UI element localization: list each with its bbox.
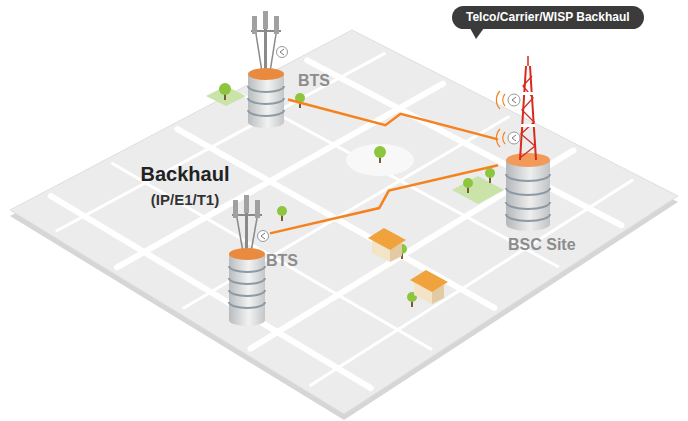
ground	[10, 30, 678, 414]
house	[410, 270, 448, 304]
callout-bubble: Telco/Carrier/WISP Backhaul	[452, 6, 644, 29]
bts-building	[248, 11, 288, 128]
street	[311, 180, 633, 385]
wireless-link	[288, 100, 498, 140]
site-label: BTS	[298, 72, 330, 90]
site-label: BTS	[266, 252, 298, 270]
link-label: (IP/E1/T1)	[151, 191, 219, 208]
bts-site: BTS	[238, 8, 288, 130]
plaza	[346, 144, 414, 176]
streets	[51, 54, 632, 389]
house	[368, 228, 406, 262]
bts-building	[229, 195, 269, 326]
bts-site: BTS	[222, 192, 270, 330]
wireless-link	[270, 165, 498, 233]
bsc-site: BSC Site	[498, 62, 560, 234]
bsc-building	[496, 56, 550, 231]
grass	[452, 176, 504, 204]
link-label: Backhaul	[141, 163, 230, 186]
site-label: BSC Site	[508, 236, 576, 254]
callout-tail-shape	[470, 28, 484, 39]
callout-tail	[470, 28, 486, 40]
callout-text: Telco/Carrier/WISP Backhaul	[466, 10, 630, 25]
